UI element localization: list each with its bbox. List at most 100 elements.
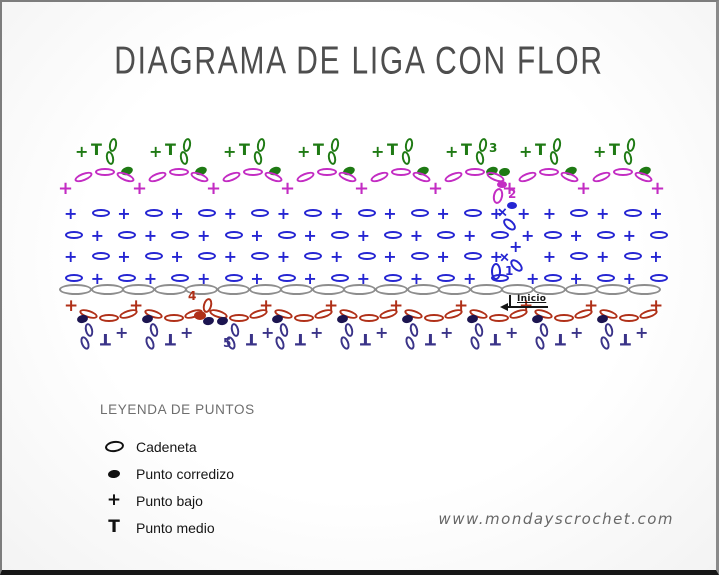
chain-symbol xyxy=(178,150,190,166)
single-crochet-symbol: + xyxy=(596,247,610,266)
chain-symbol xyxy=(171,230,190,239)
chain-symbol xyxy=(410,209,429,217)
single-crochet-symbol: + xyxy=(622,225,636,245)
chain-symbol xyxy=(148,322,160,338)
single-crochet-symbol: + xyxy=(250,268,264,288)
half-double-crochet-symbol: T xyxy=(360,330,371,349)
start-arrow-line xyxy=(507,306,548,308)
chain-symbol xyxy=(410,252,429,260)
half-double-crochet-symbol: T xyxy=(91,140,102,159)
single-crochet-icon: + xyxy=(106,490,122,510)
single-crochet-symbol: + xyxy=(261,323,275,342)
chain-symbol xyxy=(538,322,550,338)
chain-symbol xyxy=(221,169,242,185)
chain-symbol xyxy=(251,252,270,260)
single-crochet-symbol: + xyxy=(129,296,144,316)
single-crochet-symbol: + xyxy=(149,142,163,161)
chain-symbol xyxy=(277,230,296,239)
chain-symbol xyxy=(554,314,574,322)
single-crochet-symbol: + xyxy=(303,225,317,245)
foundation-chain-symbol xyxy=(311,284,345,295)
chain-symbol xyxy=(304,209,323,217)
chain-symbol xyxy=(464,252,482,260)
chain-symbol xyxy=(251,209,270,217)
chain-symbol xyxy=(252,150,264,166)
chain-symbol xyxy=(115,169,136,185)
chain-symbol xyxy=(326,150,338,166)
row-marker: 5 xyxy=(223,336,232,350)
chain-symbol xyxy=(294,314,314,322)
chain-symbol xyxy=(543,230,562,239)
chain-symbol xyxy=(489,314,509,322)
chain-symbol xyxy=(464,209,482,217)
chain-symbol xyxy=(408,322,420,338)
chain-symbol xyxy=(403,335,417,351)
single-crochet-symbol: + xyxy=(64,296,79,316)
half-double-crochet-symbol: T xyxy=(100,330,111,349)
single-crochet-symbol: + xyxy=(115,323,129,342)
chain-symbol xyxy=(243,168,263,176)
chain-symbol xyxy=(533,335,547,351)
single-crochet-symbol: + xyxy=(440,323,454,342)
chain-symbol xyxy=(263,169,284,185)
single-crochet-symbol: + xyxy=(276,204,291,223)
foundation-chain-symbol xyxy=(596,284,630,295)
chain-symbol xyxy=(224,230,243,239)
chain-symbol xyxy=(198,209,216,217)
single-crochet-symbol: + xyxy=(509,237,523,256)
foundation-chain-symbol xyxy=(343,284,377,295)
half-double-crochet-symbol: T xyxy=(535,140,546,159)
half-double-crochet-symbol: T xyxy=(461,140,472,159)
chain-symbol xyxy=(338,335,352,351)
single-crochet-symbol: + xyxy=(223,142,237,161)
single-crochet-symbol: + xyxy=(445,142,459,161)
half-double-crochet-symbol: T xyxy=(609,140,620,159)
single-crochet-symbol: + xyxy=(569,268,583,288)
single-crochet-symbol: + xyxy=(576,178,592,199)
chain-symbol xyxy=(91,252,110,260)
chain-symbol xyxy=(95,168,115,176)
half-double-crochet-symbol: T xyxy=(246,330,257,349)
chain-symbol xyxy=(548,150,560,166)
chain-symbol xyxy=(317,168,337,176)
chain-symbol xyxy=(198,252,216,260)
single-crochet-symbol: + xyxy=(375,323,389,342)
legend-item-chain: Cadeneta xyxy=(100,433,255,460)
row-marker: 1 xyxy=(505,264,514,278)
half-double-crochet-symbol: T xyxy=(313,140,324,159)
half-double-crochet-symbol: T xyxy=(165,140,176,159)
chain-symbol xyxy=(633,169,654,185)
chain-symbol xyxy=(443,307,464,321)
chain-symbol xyxy=(437,230,456,239)
chain-symbol xyxy=(622,150,634,166)
single-crochet-symbol: + xyxy=(649,296,664,316)
chain-symbol xyxy=(597,273,615,282)
half-double-crochet-symbol: T xyxy=(239,140,250,159)
legend-item-half-double-crochet: T Punto medio xyxy=(100,514,255,541)
chain-symbol xyxy=(491,263,501,280)
single-crochet-symbol: + xyxy=(143,225,158,245)
chain-symbol xyxy=(623,209,642,217)
chain-symbol xyxy=(118,307,139,321)
legend-label: Punto corredizo xyxy=(136,465,235,482)
legend-item-slip-stitch: Punto corredizo xyxy=(100,460,255,487)
chain-symbol xyxy=(400,150,412,166)
page-title: DIAGRAMA DE LIGA CON FLOR xyxy=(114,39,604,83)
single-crochet-symbol: + xyxy=(526,269,540,288)
legend-item-single-crochet: + Punto bajo xyxy=(100,487,255,514)
chain-symbol xyxy=(337,169,358,185)
chain-symbol xyxy=(474,150,486,166)
chain-symbol xyxy=(465,168,485,176)
single-crochet-symbol: + xyxy=(505,323,519,342)
chain-symbol xyxy=(623,252,642,260)
foundation-chain-symbol xyxy=(375,284,408,295)
half-double-crochet-symbol: T xyxy=(555,330,566,349)
chain-symbol xyxy=(91,209,110,217)
foundation-chain-symbol xyxy=(564,284,598,295)
slip-stitch-symbol xyxy=(507,202,517,209)
single-crochet-symbol: + xyxy=(170,204,184,223)
chain-symbol xyxy=(384,273,403,282)
chain-symbol xyxy=(437,273,456,282)
single-crochet-symbol: + xyxy=(206,178,222,199)
